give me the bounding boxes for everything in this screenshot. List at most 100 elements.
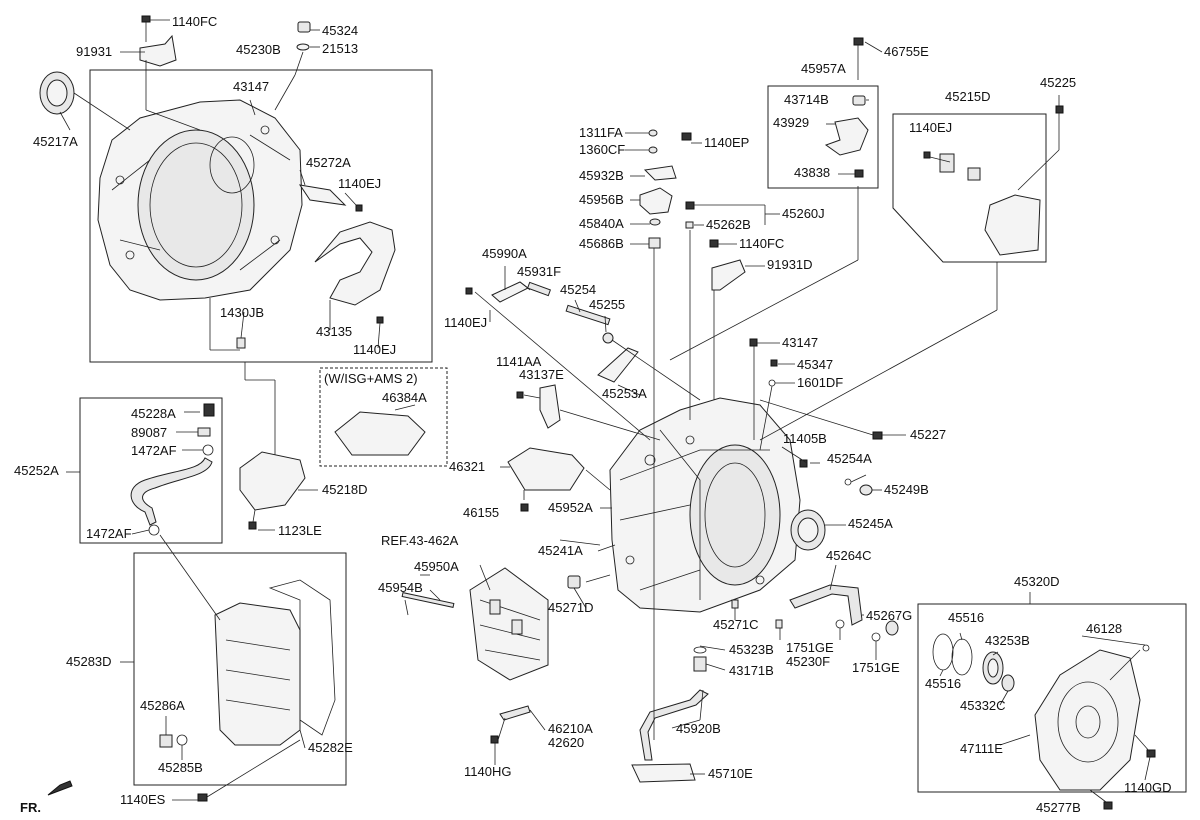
pin-46128 bbox=[1142, 644, 1150, 652]
part-label-46210A: 46210A bbox=[548, 721, 593, 736]
part-label-45271C: 45271C bbox=[713, 617, 759, 632]
part-label-45516_bot: 45516 bbox=[925, 676, 961, 691]
part-label-1140EP: 1140EP bbox=[704, 135, 749, 150]
part-label-45932B: 45932B bbox=[579, 168, 624, 183]
part-label-45952A: 45952A bbox=[548, 500, 593, 515]
part-label-45245A: 45245A bbox=[848, 516, 893, 531]
part-label-45347: 45347 bbox=[797, 357, 833, 372]
part-label-45283D: 45283D bbox=[66, 654, 112, 669]
clip-89087 bbox=[197, 427, 211, 437]
plug-45324 bbox=[296, 21, 311, 51]
bolt-1123LE bbox=[248, 521, 257, 530]
bolt-1140EJ-b bbox=[376, 316, 384, 324]
part-label-42620: 42620 bbox=[548, 735, 584, 750]
part-label-45323B: 45323B bbox=[729, 642, 774, 657]
part-label-45332C: 45332C bbox=[960, 698, 1006, 713]
ring-1751GE-a bbox=[835, 619, 845, 629]
part-label-1751GE_b: 1751GE bbox=[852, 660, 900, 675]
part-label-45225: 45225 bbox=[1040, 75, 1076, 90]
spring-45255 bbox=[602, 332, 614, 344]
washer-1360CF bbox=[648, 146, 658, 154]
oring-45516-b bbox=[951, 638, 973, 676]
bolt-1140EJ-l bbox=[465, 287, 473, 295]
leader-lines bbox=[59, 19, 1151, 803]
bolt-1141AA bbox=[516, 391, 524, 399]
part-label-45252A: 45252A bbox=[14, 463, 59, 478]
sensor-45956B bbox=[639, 187, 673, 215]
hose-45252A bbox=[130, 457, 213, 526]
part-label-46128: 46128 bbox=[1086, 621, 1122, 636]
part-label-45954B: 45954B bbox=[378, 580, 423, 595]
ring-1601DF bbox=[768, 379, 776, 387]
part-label-91931D: 91931D bbox=[767, 257, 813, 272]
part-label-45230B: 45230B bbox=[236, 42, 281, 57]
part-label-45215D: 45215D bbox=[945, 89, 991, 104]
oring-45516-a bbox=[932, 633, 954, 671]
part-label-47111E: 47111E bbox=[960, 741, 1003, 756]
gasket-45282E bbox=[268, 579, 336, 736]
part-label-45228A: 45228A bbox=[131, 406, 176, 421]
washer-45285B bbox=[176, 734, 188, 746]
part-label-45249B: 45249B bbox=[884, 482, 929, 497]
plug-45249B bbox=[859, 484, 873, 496]
part-label-1140FC_top: 1140FC bbox=[172, 14, 217, 29]
part-label-45264C: 45264C bbox=[826, 548, 872, 563]
bolt-45954B bbox=[401, 592, 455, 608]
part-label-fr: FR. bbox=[20, 800, 41, 815]
bolt-11405B bbox=[799, 459, 808, 468]
part-label-45957A: 45957A bbox=[801, 61, 846, 76]
part-label-45253A: 45253A bbox=[602, 386, 647, 401]
part-label-45990A: 45990A bbox=[482, 246, 527, 261]
cover-45218D bbox=[239, 451, 306, 511]
part-label-45950A: 45950A bbox=[414, 559, 459, 574]
part-label-1360CF: 1360CF bbox=[579, 142, 625, 157]
nut-43838 bbox=[854, 169, 864, 178]
part-label-wisg: (W/ISG+AMS 2) bbox=[324, 371, 418, 386]
part-label-43147_top: 43147 bbox=[233, 79, 269, 94]
frame-45215D bbox=[892, 113, 1047, 263]
bolt-45225 bbox=[1055, 105, 1064, 114]
pin-45931F bbox=[526, 281, 552, 297]
bracket-45215D bbox=[939, 153, 1041, 256]
part-label-45286A: 45286A bbox=[140, 698, 185, 713]
part-label-45516_top: 45516 bbox=[948, 610, 984, 625]
part-label-11405B: 11405B bbox=[783, 431, 827, 446]
part-label-45282E: 45282E bbox=[308, 740, 353, 755]
bolt-45227 bbox=[872, 431, 883, 440]
bolt-46155 bbox=[520, 503, 529, 512]
washer-1311FA bbox=[648, 129, 658, 137]
part-label-45710E: 45710E bbox=[708, 766, 753, 781]
part-label-1140EJ_l: 1140EJ bbox=[444, 315, 487, 330]
bearing-45332C bbox=[1001, 674, 1015, 692]
part-label-1472AF_bot: 1472AF bbox=[86, 526, 132, 541]
part-label-45956B: 45956B bbox=[579, 192, 624, 207]
part-label-1472AF_top: 1472AF bbox=[131, 443, 177, 458]
part-label-1311FA: 1311FA bbox=[579, 125, 623, 140]
part-label-1140EJ_a: 1140EJ bbox=[338, 176, 381, 191]
valve-body-45950A bbox=[469, 567, 549, 681]
transmission-case-45241A bbox=[609, 397, 801, 613]
bolt-1140GD bbox=[1146, 749, 1156, 758]
plug-45267G bbox=[885, 620, 899, 636]
lever-45253A bbox=[597, 347, 639, 383]
bolt-1140HG bbox=[490, 735, 499, 744]
clamp-1472AF-bot bbox=[148, 524, 160, 536]
part-label-1140ES: 1140ES bbox=[120, 792, 166, 807]
bushing-45271D bbox=[567, 575, 581, 589]
part-label-46384A: 46384A bbox=[382, 390, 427, 405]
oil-pan-45283D bbox=[214, 602, 301, 746]
part-label-ref43: REF.43-462A bbox=[381, 533, 459, 548]
lever-45990A bbox=[491, 281, 529, 303]
part-label-1751GE_a: 1751GE bbox=[786, 640, 834, 655]
pin-1430JB bbox=[236, 337, 246, 349]
seal-45245A bbox=[790, 509, 826, 551]
part-label-1140EJ_r: 1140EJ bbox=[909, 120, 952, 135]
part-label-43135: 43135 bbox=[316, 324, 352, 339]
washer-45254A bbox=[844, 478, 852, 486]
part-label-21513: 21513 bbox=[322, 41, 358, 56]
part-label-45285B: 45285B bbox=[158, 760, 203, 775]
part-label-45267G: 45267G bbox=[866, 608, 912, 623]
lever-45932B bbox=[643, 165, 677, 181]
frame-45230B bbox=[89, 69, 433, 363]
